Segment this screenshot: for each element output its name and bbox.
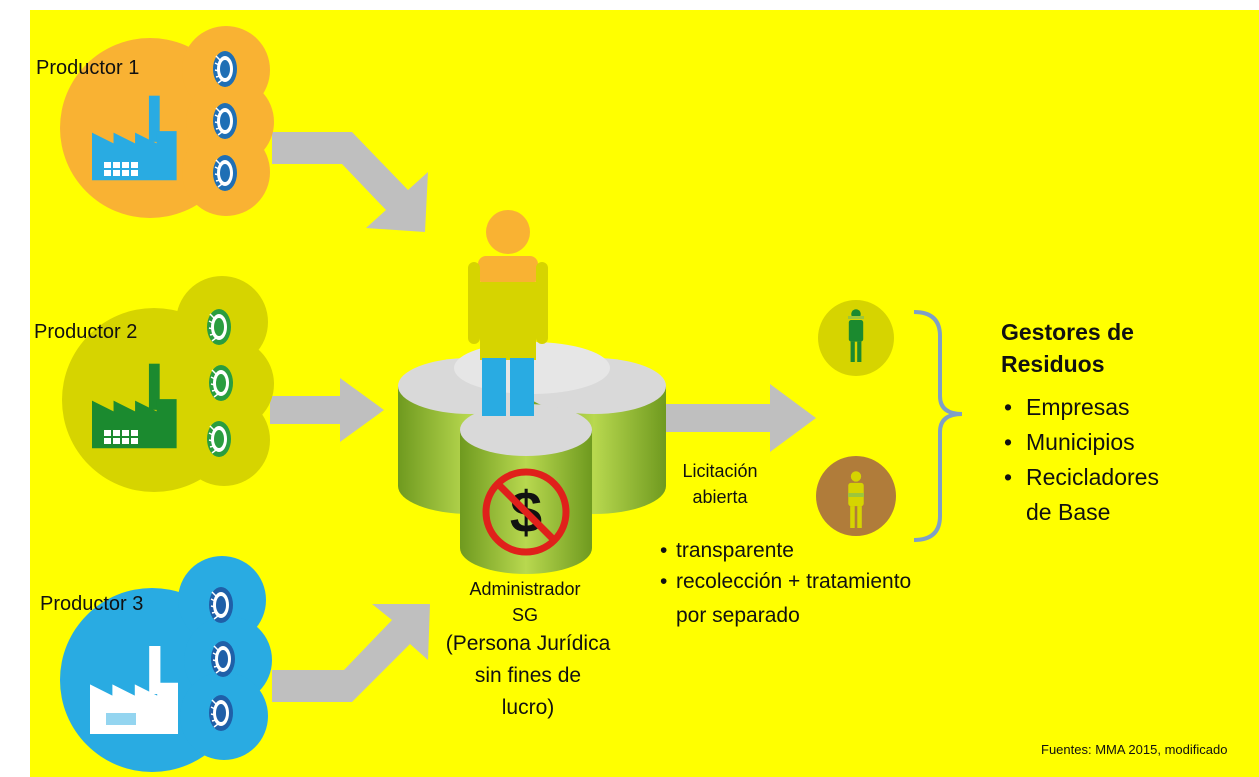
- tire-icon: [208, 694, 234, 732]
- tender-bullet-item: recolección + tratamiento: [660, 566, 911, 597]
- no-profit-icon: $: [482, 468, 570, 556]
- administrator-title-line1: Administrador: [469, 579, 581, 599]
- tender-bullet-continuation: por separado: [676, 604, 800, 627]
- tender-label: Licitación abierta: [660, 458, 780, 510]
- producer-2-bubble: [62, 276, 274, 492]
- source-note: Fuentes: MMA 2015, modificado: [1041, 742, 1228, 757]
- administrator-title-line2: SG: [511, 605, 538, 625]
- managers-heading-line2: Residuos: [1001, 351, 1105, 377]
- producer-3-label: Productor 3: [40, 593, 144, 615]
- managers-heading: Gestores de Residuos: [1001, 316, 1134, 380]
- tender-label-line1: Licitación: [682, 461, 758, 481]
- administrator-desc-line3: lucro): [501, 696, 555, 719]
- tire-icon: [206, 420, 232, 458]
- worker-1-group: [818, 300, 894, 376]
- worker-2-group: [816, 456, 896, 536]
- managers-list-item: Municipios: [1000, 425, 1159, 460]
- managers-list-item: Recicladores: [1000, 460, 1159, 495]
- tender-bullet-item: transparente: [660, 535, 911, 566]
- administrator-description: (Persona Jurídica sin fines de lucro): [430, 628, 626, 724]
- managers-list-item: Empresas: [1000, 390, 1159, 425]
- arrow-producer-3: [272, 604, 430, 702]
- bracket: [913, 310, 963, 542]
- tire-icon: [208, 586, 234, 624]
- tender-label-line2: abierta: [692, 487, 748, 507]
- producer-2-label: Productor 2: [34, 321, 138, 343]
- producer-1-group: [60, 26, 274, 218]
- tire-icon: [212, 50, 238, 88]
- producer-2-group: [62, 276, 274, 492]
- producer-1-label: Productor 1: [36, 57, 140, 79]
- producer-3-bubble: [60, 556, 272, 772]
- arrow-to-managers: [660, 384, 816, 452]
- managers-list: Empresas Municipios Recicladores: [1000, 390, 1159, 495]
- tire-icon: [212, 154, 238, 192]
- factory-windows-blue-icon: [106, 713, 136, 725]
- tire-icon: [210, 640, 236, 678]
- tire-icon: [206, 308, 232, 346]
- arrow-producer-1: [272, 132, 428, 232]
- administrator-person-icon: [468, 210, 548, 416]
- managers-list-continuation: de Base: [1026, 499, 1111, 525]
- tire-icon: [208, 364, 234, 402]
- managers-heading-line1: Gestores de: [1001, 319, 1134, 345]
- tender-bullet-list: transparente recolección + tratamiento: [660, 535, 911, 597]
- producer-3-group: [60, 556, 272, 772]
- tire-icon: [212, 102, 238, 140]
- administrator-desc-line1: (Persona Jurídica: [445, 632, 611, 655]
- administrator-desc-line2: sin fines de: [474, 664, 582, 687]
- administrator-title: Administrador SG: [430, 576, 620, 628]
- producer-1-bubble: [60, 26, 274, 218]
- arrow-producer-2: [270, 378, 384, 442]
